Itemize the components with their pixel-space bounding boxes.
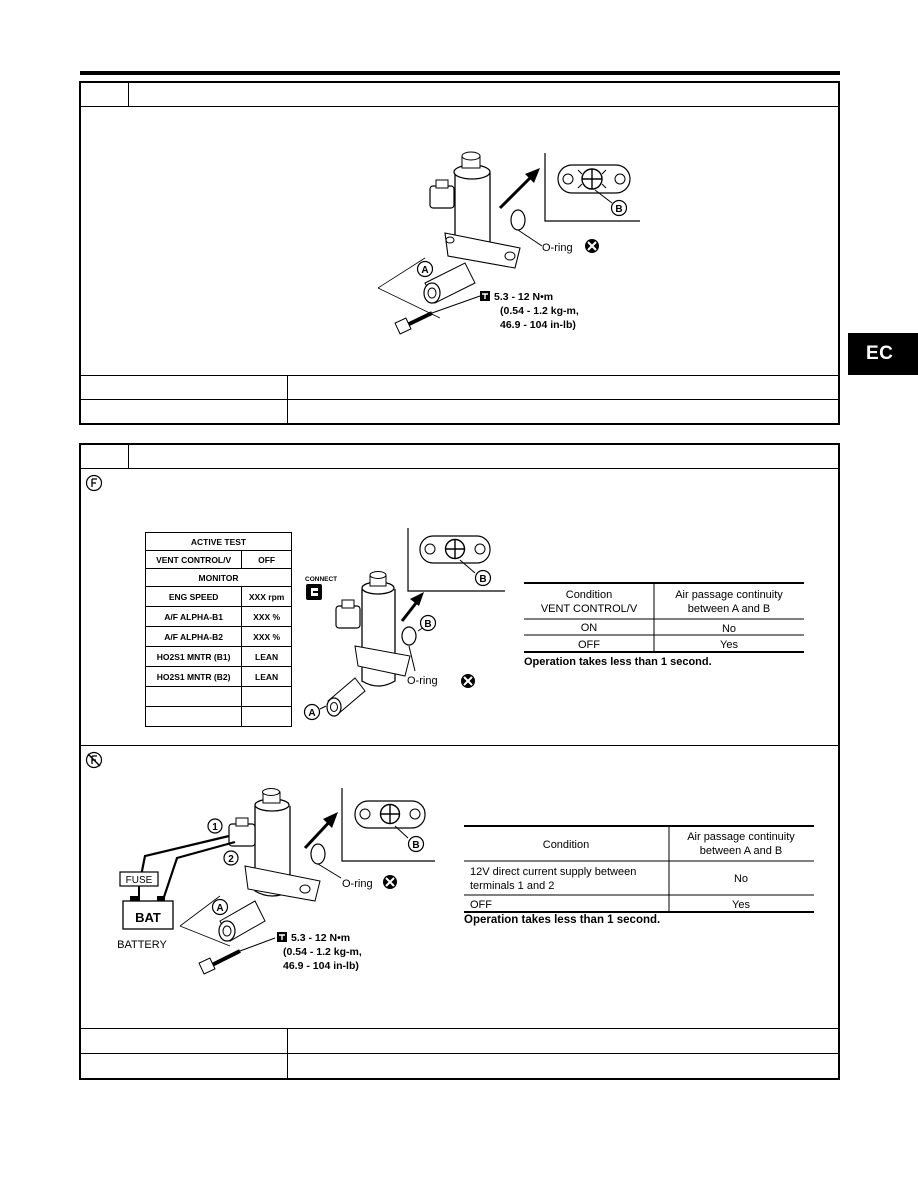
monitor-row-value: XXX rpm bbox=[241, 586, 292, 607]
gasket-inset-icon bbox=[354, 800, 426, 829]
with-consult-icon bbox=[85, 474, 103, 492]
row-continuity: No bbox=[734, 873, 748, 885]
direct-supply-condition-table: Condition Air passage continuity between… bbox=[464, 825, 814, 913]
header-continuity: between A and B bbox=[688, 603, 771, 615]
svg-text:A: A bbox=[421, 265, 428, 276]
gasket-inset-icon bbox=[419, 535, 491, 564]
step-box-1-row-rule-1 bbox=[80, 375, 839, 376]
svg-text:(0.54 - 1.2 kg-m,: (0.54 - 1.2 kg-m, bbox=[283, 946, 362, 958]
svg-text:BAT: BAT bbox=[135, 910, 161, 925]
monitor-row-label bbox=[144, 686, 243, 707]
row-continuity: No bbox=[722, 623, 736, 635]
section-tab: EC bbox=[848, 333, 918, 375]
step-box-1 bbox=[79, 81, 840, 425]
monitor-row-value bbox=[241, 706, 292, 727]
gasket-inset-icon bbox=[557, 164, 631, 194]
header-condition: Condition bbox=[566, 589, 612, 601]
svg-text:O-ring: O-ring bbox=[542, 242, 573, 254]
step-box-2-number-divider bbox=[128, 444, 129, 468]
step-box-1-number-divider bbox=[128, 82, 129, 106]
monitor-row-value bbox=[241, 686, 292, 707]
step-box-1-col-divider bbox=[287, 375, 288, 424]
svg-text:FUSE: FUSE bbox=[126, 875, 153, 886]
row-condition: OFF bbox=[470, 899, 492, 911]
header-continuity: Air passage continuity bbox=[687, 831, 795, 843]
step-box-2-row-rule-2 bbox=[80, 1053, 839, 1054]
top-rule bbox=[80, 71, 840, 75]
direct-operation-note: Operation takes less than 1 second. bbox=[464, 914, 661, 926]
svg-text:5.3 - 12 N•m: 5.3 - 12 N•m bbox=[291, 932, 350, 944]
monitor-row-value: XXX % bbox=[241, 626, 292, 647]
header-continuity: Air passage continuity bbox=[675, 589, 783, 601]
vent-valve-installation-figure: B O-ring A 5.3 - 12 N•m (0.54 - 1.2 kg-m… bbox=[377, 151, 640, 335]
row-condition: 12V direct current supply between bbox=[470, 866, 636, 878]
test-item-value: OFF bbox=[241, 550, 292, 569]
svg-text:A: A bbox=[216, 903, 223, 914]
monitor-row-label bbox=[144, 706, 243, 727]
svg-text:46.9 - 104 in-lb): 46.9 - 104 in-lb) bbox=[283, 960, 359, 972]
monitor-row-label: ENG SPEED bbox=[144, 586, 243, 607]
monitor-row-value: LEAN bbox=[241, 666, 292, 687]
monitor-row-label: A/F ALPHA-B1 bbox=[144, 606, 243, 627]
step-box-2-header-rule bbox=[80, 468, 839, 469]
svg-text:5.3 - 12 N•m: 5.3 - 12 N•m bbox=[494, 291, 553, 303]
svg-text:1: 1 bbox=[212, 822, 218, 833]
consult-operation-note: Operation takes less than 1 second. bbox=[524, 656, 712, 668]
test-item-label: VENT CONTROL/V bbox=[144, 550, 243, 569]
active-test-title: ACTIVE TEST bbox=[145, 532, 292, 551]
step-box-1-row-rule-2 bbox=[80, 399, 839, 400]
svg-text:BATTERY: BATTERY bbox=[117, 939, 167, 951]
battery-vent-valve-figure: B 1 2 FUSE BAT BATTERY O-ring A 5.3 - 12… bbox=[117, 788, 435, 975]
row-condition: OFF bbox=[578, 639, 600, 651]
step-box-1-header-rule bbox=[80, 106, 839, 107]
row-continuity: Yes bbox=[720, 639, 738, 651]
svg-text:O-ring: O-ring bbox=[342, 878, 373, 890]
header-continuity: between A and B bbox=[700, 845, 783, 857]
svg-text:A: A bbox=[308, 708, 315, 719]
svg-text:CONNECT: CONNECT bbox=[305, 576, 337, 583]
consult-condition-table: Condition VENT CONTROL/V Air passage con… bbox=[524, 582, 804, 653]
monitor-row-value: XXX % bbox=[241, 606, 292, 627]
monitor-row-label: HO2S1 MNTR (B2) bbox=[144, 666, 243, 687]
svg-text:B: B bbox=[479, 574, 486, 585]
header-condition: VENT CONTROL/V bbox=[541, 603, 638, 615]
row-continuity: Yes bbox=[732, 899, 750, 911]
step-box-2 bbox=[79, 443, 840, 1080]
svg-text:O-ring: O-ring bbox=[407, 675, 438, 687]
step-box-2-col-divider bbox=[287, 1028, 288, 1079]
monitor-header: MONITOR bbox=[145, 568, 292, 587]
monitor-row-value: LEAN bbox=[241, 646, 292, 667]
row-condition: terminals 1 and 2 bbox=[470, 880, 554, 892]
consult-vent-valve-figure: B CONNECT B O-ring A bbox=[303, 528, 505, 721]
section-divider bbox=[80, 745, 839, 746]
svg-text:2: 2 bbox=[228, 854, 234, 865]
svg-text:B: B bbox=[615, 204, 622, 215]
svg-text:(0.54 - 1.2 kg-m,: (0.54 - 1.2 kg-m, bbox=[500, 305, 579, 317]
step-box-2-row-rule-1 bbox=[80, 1028, 839, 1029]
svg-text:B: B bbox=[424, 619, 431, 630]
monitor-row-label: HO2S1 MNTR (B1) bbox=[144, 646, 243, 667]
svg-text:B: B bbox=[412, 840, 419, 851]
monitor-row-label: A/F ALPHA-B2 bbox=[144, 626, 243, 647]
without-consult-icon bbox=[85, 751, 103, 769]
svg-text:46.9 - 104 in-lb): 46.9 - 104 in-lb) bbox=[500, 319, 576, 331]
header-condition: Condition bbox=[543, 839, 589, 851]
active-test-table: ACTIVE TEST VENT CONTROL/V OFF MONITOR E… bbox=[144, 532, 292, 727]
row-condition: ON bbox=[581, 622, 598, 634]
